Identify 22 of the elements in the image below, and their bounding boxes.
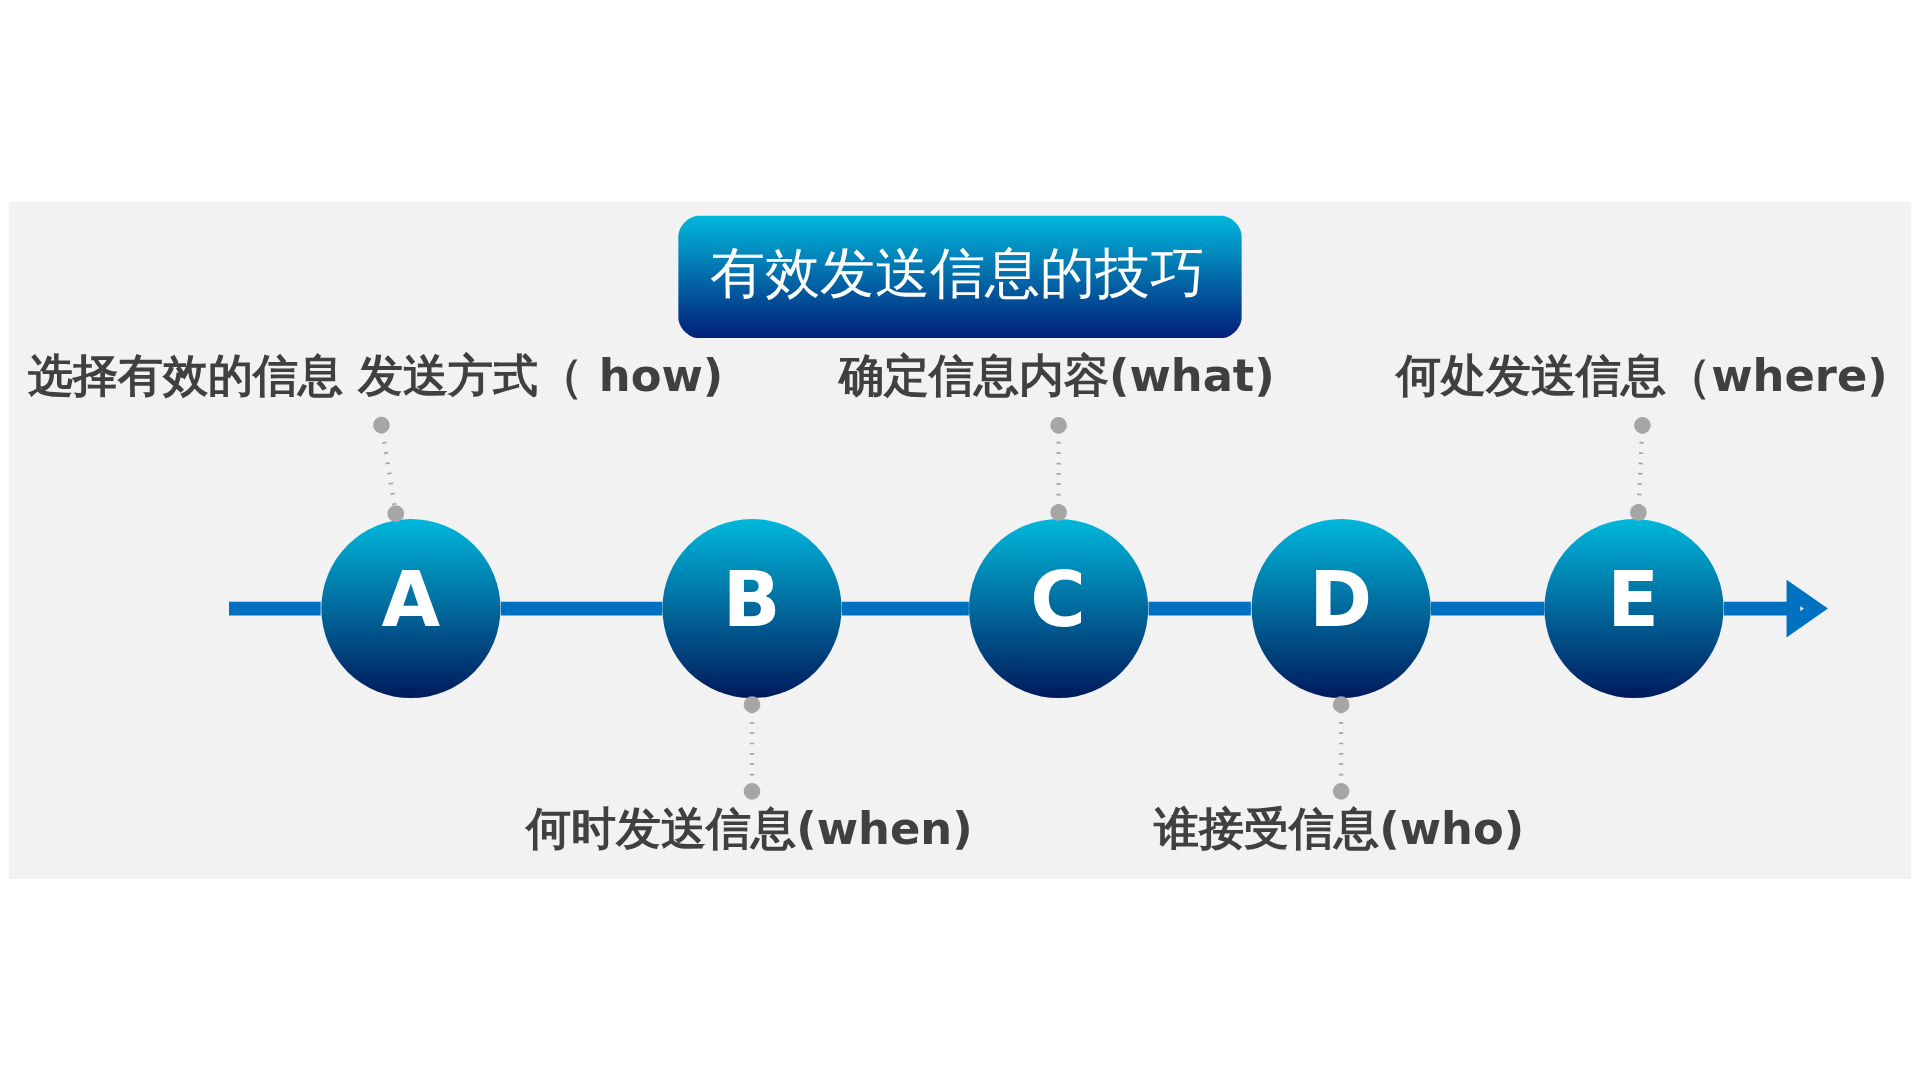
node-text: 确定信息内容(what) [838, 348, 1275, 402]
diagram-title: 有效发送信息的技巧 [710, 240, 1206, 305]
node-text: 选择有效的信息 发送方式（ how) [27, 348, 724, 402]
connector [373, 416, 405, 522]
connector [500, 601, 663, 615]
connector [1148, 601, 1251, 615]
node-circle: B [662, 518, 842, 698]
arrow [1723, 579, 1828, 637]
node-circle: C [969, 518, 1149, 698]
node-circle: D [1251, 518, 1431, 698]
connector [229, 601, 321, 615]
connector [1630, 416, 1651, 521]
node-text: 何处发送信息（where) [1396, 348, 1888, 402]
connector [743, 695, 761, 800]
node-text: 谁接受信息(who) [1154, 801, 1525, 855]
connector [1430, 601, 1545, 615]
node-circle: A [321, 518, 501, 698]
node-circle: E [1544, 518, 1724, 698]
connector [1050, 416, 1067, 521]
node-text: 何时发送信息(when) [526, 801, 973, 855]
connector [841, 601, 969, 615]
connector [1332, 695, 1350, 800]
